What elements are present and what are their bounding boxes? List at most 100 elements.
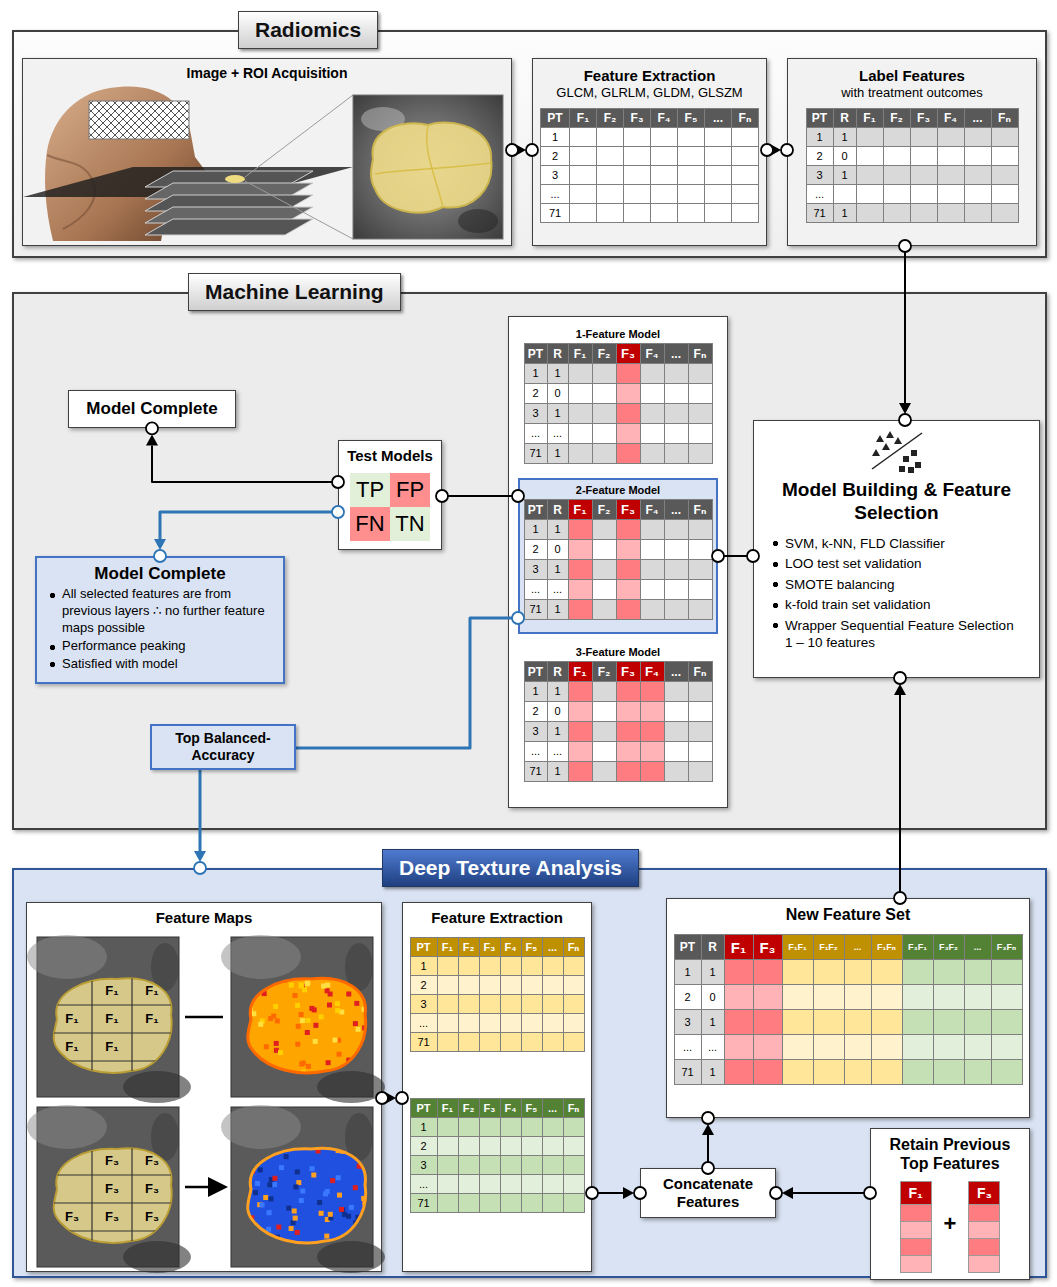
connection-point xyxy=(396,1092,408,1104)
table-header-cell: Fₙ xyxy=(689,500,712,519)
table-cell xyxy=(459,1118,479,1136)
graphic-part xyxy=(260,1202,265,1207)
table-cell xyxy=(522,1175,542,1193)
overlay-wrap: F₃ xyxy=(140,1153,164,1169)
connector xyxy=(712,550,759,562)
graphic-part xyxy=(255,977,260,982)
table-cell: 3 xyxy=(525,560,547,579)
feature-map-label: F₃ xyxy=(100,1153,124,1169)
connector-line xyxy=(718,555,753,557)
table-cell xyxy=(689,404,712,423)
table-cell xyxy=(641,722,664,741)
graphic-part xyxy=(255,1066,260,1071)
table-cell xyxy=(689,424,712,443)
bullet-item: Performance peaking xyxy=(47,638,273,655)
table-cell xyxy=(543,1137,563,1155)
table-cell xyxy=(783,1035,813,1059)
table-cell xyxy=(834,185,856,203)
data-table: PTRF₁F₂F₃F₄...Fₙ112031......711 xyxy=(524,661,713,782)
table-cell xyxy=(689,540,712,559)
table-cell xyxy=(814,960,844,984)
table-cell xyxy=(569,762,592,781)
graphic-part xyxy=(911,450,917,456)
table-header-cell: F₅ xyxy=(522,1099,542,1117)
connector xyxy=(899,240,911,426)
table-cell xyxy=(651,147,677,165)
arrow-head xyxy=(194,851,206,862)
table-cell xyxy=(522,1194,542,1212)
graphic-part xyxy=(299,982,304,987)
graphic-part xyxy=(27,935,107,979)
graphic-part xyxy=(54,978,172,1073)
bullet-list: All selected features are from previous … xyxy=(47,586,273,672)
table-cell xyxy=(965,1010,991,1034)
table-cell xyxy=(564,1118,584,1136)
table-cell: 1 xyxy=(807,128,833,146)
table-cell xyxy=(678,185,704,203)
graphic-part xyxy=(295,1042,300,1047)
table-cell xyxy=(593,424,616,443)
table-cell xyxy=(725,1035,753,1059)
graphic-part xyxy=(295,1169,300,1174)
data-table: PTF₁F₂F₃F₄F₅...Fₙ123...71 xyxy=(540,108,759,223)
table-cell xyxy=(845,1060,871,1084)
arrow-head xyxy=(782,1187,793,1199)
table-header-cell: F₁ xyxy=(569,500,592,519)
table-cell: 2 xyxy=(525,540,547,559)
connection-point xyxy=(702,1112,714,1124)
graphic-part xyxy=(309,1006,314,1011)
graphic-part xyxy=(366,1037,371,1042)
graphic-part xyxy=(366,1040,371,1045)
table-cell xyxy=(725,1060,753,1084)
table-cell xyxy=(593,444,616,463)
table-header-cell: F₃ xyxy=(480,938,500,956)
graphic-part xyxy=(311,1173,316,1178)
table-header-cell: R xyxy=(702,935,724,959)
box-title: New Feature Set xyxy=(673,905,1023,924)
table-cell xyxy=(938,147,964,165)
arrow-head xyxy=(146,434,158,445)
title-tab-wrap: Radiomics xyxy=(238,11,378,49)
connection-point xyxy=(899,414,911,426)
graphic-part xyxy=(286,1206,291,1211)
table-cell xyxy=(992,204,1018,222)
table-cell: 2 xyxy=(525,702,547,721)
table-cell xyxy=(564,1194,584,1212)
graphic-part xyxy=(255,982,260,987)
table-cell xyxy=(569,540,592,559)
table-header-cell: F₁ xyxy=(438,1099,458,1117)
feature-map-label: F₃ xyxy=(100,1181,124,1197)
table-cell xyxy=(593,384,616,403)
graphic-part xyxy=(260,1063,265,1068)
box-title: 2-Feature Model xyxy=(520,484,716,496)
graphic-part xyxy=(886,431,894,438)
graphic-part xyxy=(326,1060,331,1065)
connection-point xyxy=(512,612,524,624)
table-cell xyxy=(665,722,688,741)
graphic-part xyxy=(876,435,884,442)
table-cell: 71 xyxy=(807,204,833,222)
table-cell xyxy=(564,995,584,1013)
table-cell xyxy=(501,1014,521,1032)
table-cell xyxy=(501,1033,521,1051)
table-cell xyxy=(593,404,616,423)
table-cell xyxy=(754,1010,782,1034)
table-header-cell: F₃ xyxy=(617,344,640,363)
table-header-cell: PT xyxy=(525,500,547,519)
table-header-cell: ... xyxy=(665,662,688,681)
table-cell xyxy=(665,384,688,403)
table-cell xyxy=(597,185,623,203)
table-header-cell: R xyxy=(834,109,856,127)
graphic-part xyxy=(317,1241,385,1273)
table-cell xyxy=(480,1137,500,1155)
graphic-part xyxy=(284,1154,289,1159)
overlay-wrap: F₃ xyxy=(140,1181,164,1197)
connection-point xyxy=(761,144,773,156)
table-cell xyxy=(705,166,731,184)
table-cell xyxy=(617,580,640,599)
table-cell xyxy=(641,560,664,579)
table-cell xyxy=(903,960,933,984)
table-header-cell: ... xyxy=(543,1099,563,1117)
model-table-box: 3-Feature ModelPTRF₁F₂F₃F₄...Fₙ112031...… xyxy=(518,640,718,800)
graphic-part xyxy=(353,1185,358,1190)
